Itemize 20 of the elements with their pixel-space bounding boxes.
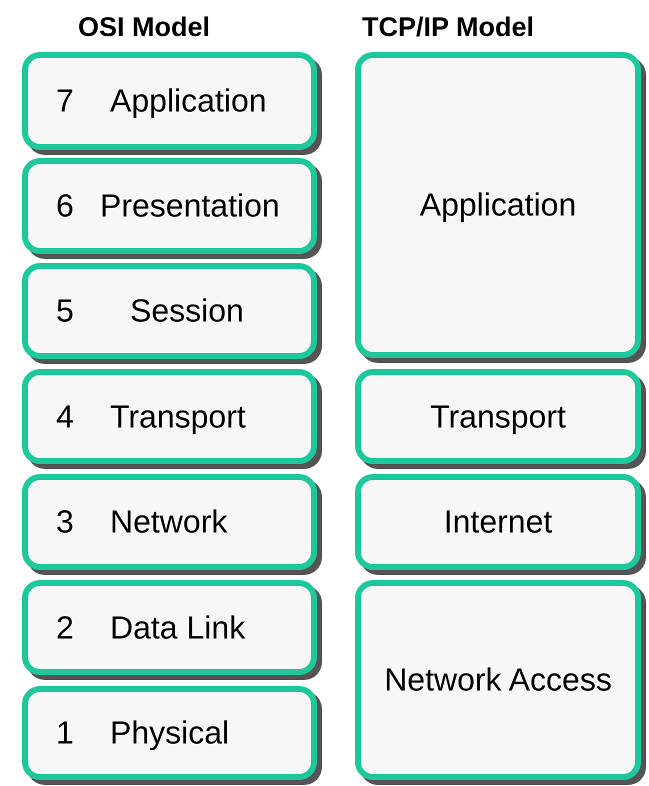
column-heading: OSI Model — [78, 12, 210, 43]
layer-name: Presentation — [100, 188, 280, 224]
layer-name: Network — [110, 504, 228, 540]
layer-name: Physical — [110, 714, 230, 752]
layer-name: Network Access — [383, 662, 613, 698]
layer-name: Application — [110, 82, 267, 120]
layer-number: 5 — [56, 292, 74, 330]
layer-number: 7 — [56, 82, 74, 120]
layer-name: Application — [418, 186, 578, 224]
layer-name: Transport — [429, 398, 567, 435]
layer-number: 2 — [56, 609, 74, 646]
layer-name: Internet — [442, 504, 554, 540]
layer-number: 1 — [56, 714, 74, 752]
layer-name: Transport — [110, 398, 246, 435]
layer-name: Data Link — [110, 609, 246, 646]
layer-number: 6 — [56, 188, 74, 224]
column-heading: TCP/IP Model — [362, 12, 534, 43]
layer-number: 4 — [56, 398, 74, 435]
layer-name: Session — [130, 292, 244, 330]
layer-number: 3 — [56, 504, 74, 540]
